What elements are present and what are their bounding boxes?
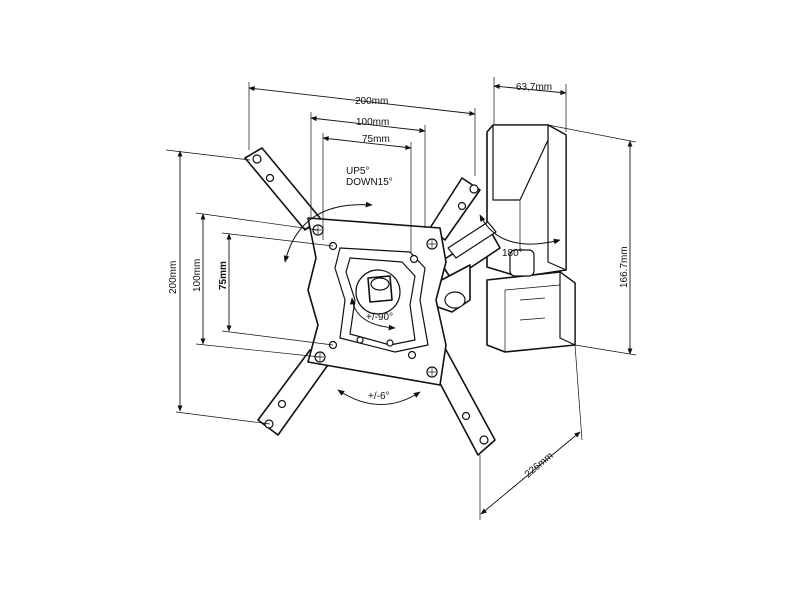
dim-200mm-width [248, 82, 476, 176]
label-tilt-down: DOWN15° [346, 177, 393, 188]
label-226mm: 226mm [523, 450, 556, 480]
dim-100mm-width [310, 112, 426, 228]
label-100mm-top: 100mm [356, 117, 389, 128]
swivel-arc [479, 214, 561, 245]
label-75mm-left: 75mm [218, 261, 229, 290]
label-75mm-top: 75mm [362, 134, 390, 145]
label-rotate: +/-90° [366, 312, 393, 323]
label-swivel: 180° [502, 248, 523, 259]
label-100mm-left: 100mm [192, 259, 203, 292]
label-200mm-top: 200mm [355, 96, 388, 107]
dim-63-7mm-depth [493, 77, 567, 132]
label-63-7mm: 63,7mm [516, 82, 552, 93]
wall-plate [486, 124, 576, 353]
dim-226mm-extension [479, 344, 583, 520]
rotate-arc [349, 297, 396, 331]
label-tilt-up: UP5° [346, 166, 369, 177]
level-arc [337, 389, 421, 405]
dim-200mm-height [165, 149, 271, 425]
vesa-center-plate [307, 217, 447, 386]
dim-166-7mm-height [547, 124, 637, 356]
arm-bottom-left [257, 349, 331, 436]
label-200mm-left: 200mm [168, 261, 179, 294]
label-166-7mm: 166.7mm [619, 246, 630, 288]
label-level: +/-6° [368, 391, 390, 402]
tilt-arc [283, 201, 373, 263]
